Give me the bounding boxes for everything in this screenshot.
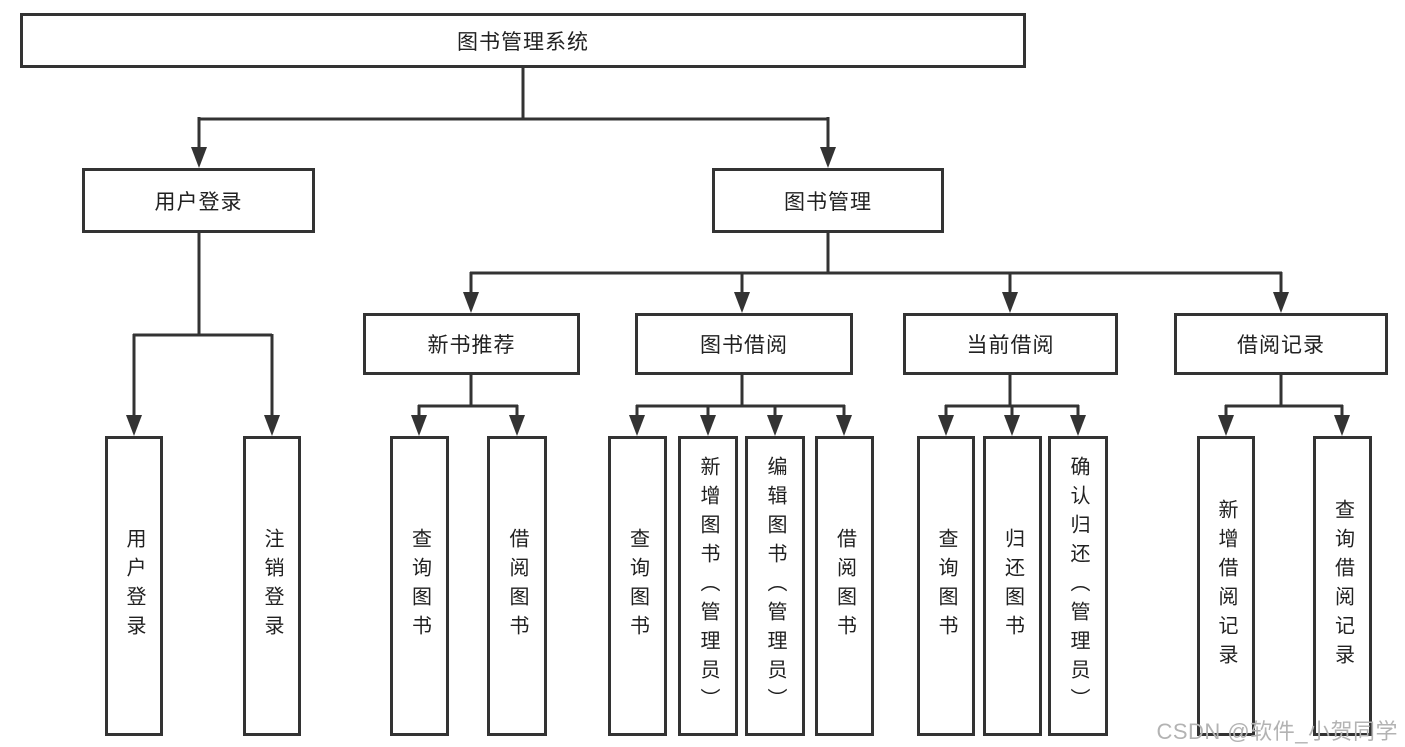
arrow-down-icon [767,415,783,436]
arrow-down-icon [1273,292,1289,313]
arrow-down-icon [629,415,645,436]
arrowheads [126,147,1350,436]
leaf-query-books-recommend: 查询图书 [390,436,449,736]
leaf-query-borrow-record: 查询借阅记录 [1313,436,1372,736]
leaf-return-books: 归还图书 [983,436,1042,736]
arrow-down-icon [191,147,207,168]
arrow-down-icon [700,415,716,436]
leaf-confirm-return-admin: 确认归还（管理员） [1048,436,1108,736]
node-borrow-records: 借阅记录 [1174,313,1388,375]
arrow-down-icon [509,415,525,436]
connector-new-book-fork [417,375,519,418]
leaf-add-book-admin: 新增图书（管理员） [678,436,738,736]
node-current-borrow: 当前借阅 [903,313,1118,375]
connector-borrow-records-fork [1224,374,1344,418]
arrow-down-icon [1004,415,1020,436]
arrow-down-icon [820,147,836,168]
leaf-logout: 注销登录 [243,436,301,736]
arrow-down-icon [1218,415,1234,436]
connector-current-borrow-fork [944,374,1080,418]
arrow-down-icon [1070,415,1086,436]
leaf-query-books-borrow: 查询图书 [608,436,667,736]
arrow-down-icon [1334,415,1350,436]
leaf-borrow-books: 借阅图书 [815,436,874,736]
arrow-down-icon [938,415,954,436]
leaf-add-borrow-record: 新增借阅记录 [1197,436,1255,736]
connector-root-stem [197,68,830,150]
arrow-down-icon [1002,292,1018,313]
arrow-down-icon [836,415,852,436]
arrow-down-icon [411,415,427,436]
leaf-edit-book-admin: 编辑图书（管理员） [745,436,805,736]
node-book-management: 图书管理 [712,168,944,233]
leaf-borrow-books-recommend: 借阅图书 [487,436,547,736]
node-new-book-recommend: 新书推荐 [363,313,580,375]
arrow-down-icon [264,415,280,436]
watermark-text: CSDN @软件_小贺同学 [1156,719,1398,744]
node-library-management-system: 图书管理系统 [20,13,1026,68]
arrow-down-icon [734,292,750,313]
leaf-query-books-current: 查询图书 [917,436,975,736]
arrow-down-icon [126,415,142,436]
node-user-login: 用户登录 [82,168,315,233]
connector-book-mgmt-fork [469,233,1283,295]
connector-book-borrow-fork [635,375,846,418]
arrow-down-icon [463,292,479,313]
node-book-borrow: 图书借阅 [635,313,853,375]
connector-user-login-fork [132,233,274,418]
leaf-user-login: 用户登录 [105,436,163,736]
